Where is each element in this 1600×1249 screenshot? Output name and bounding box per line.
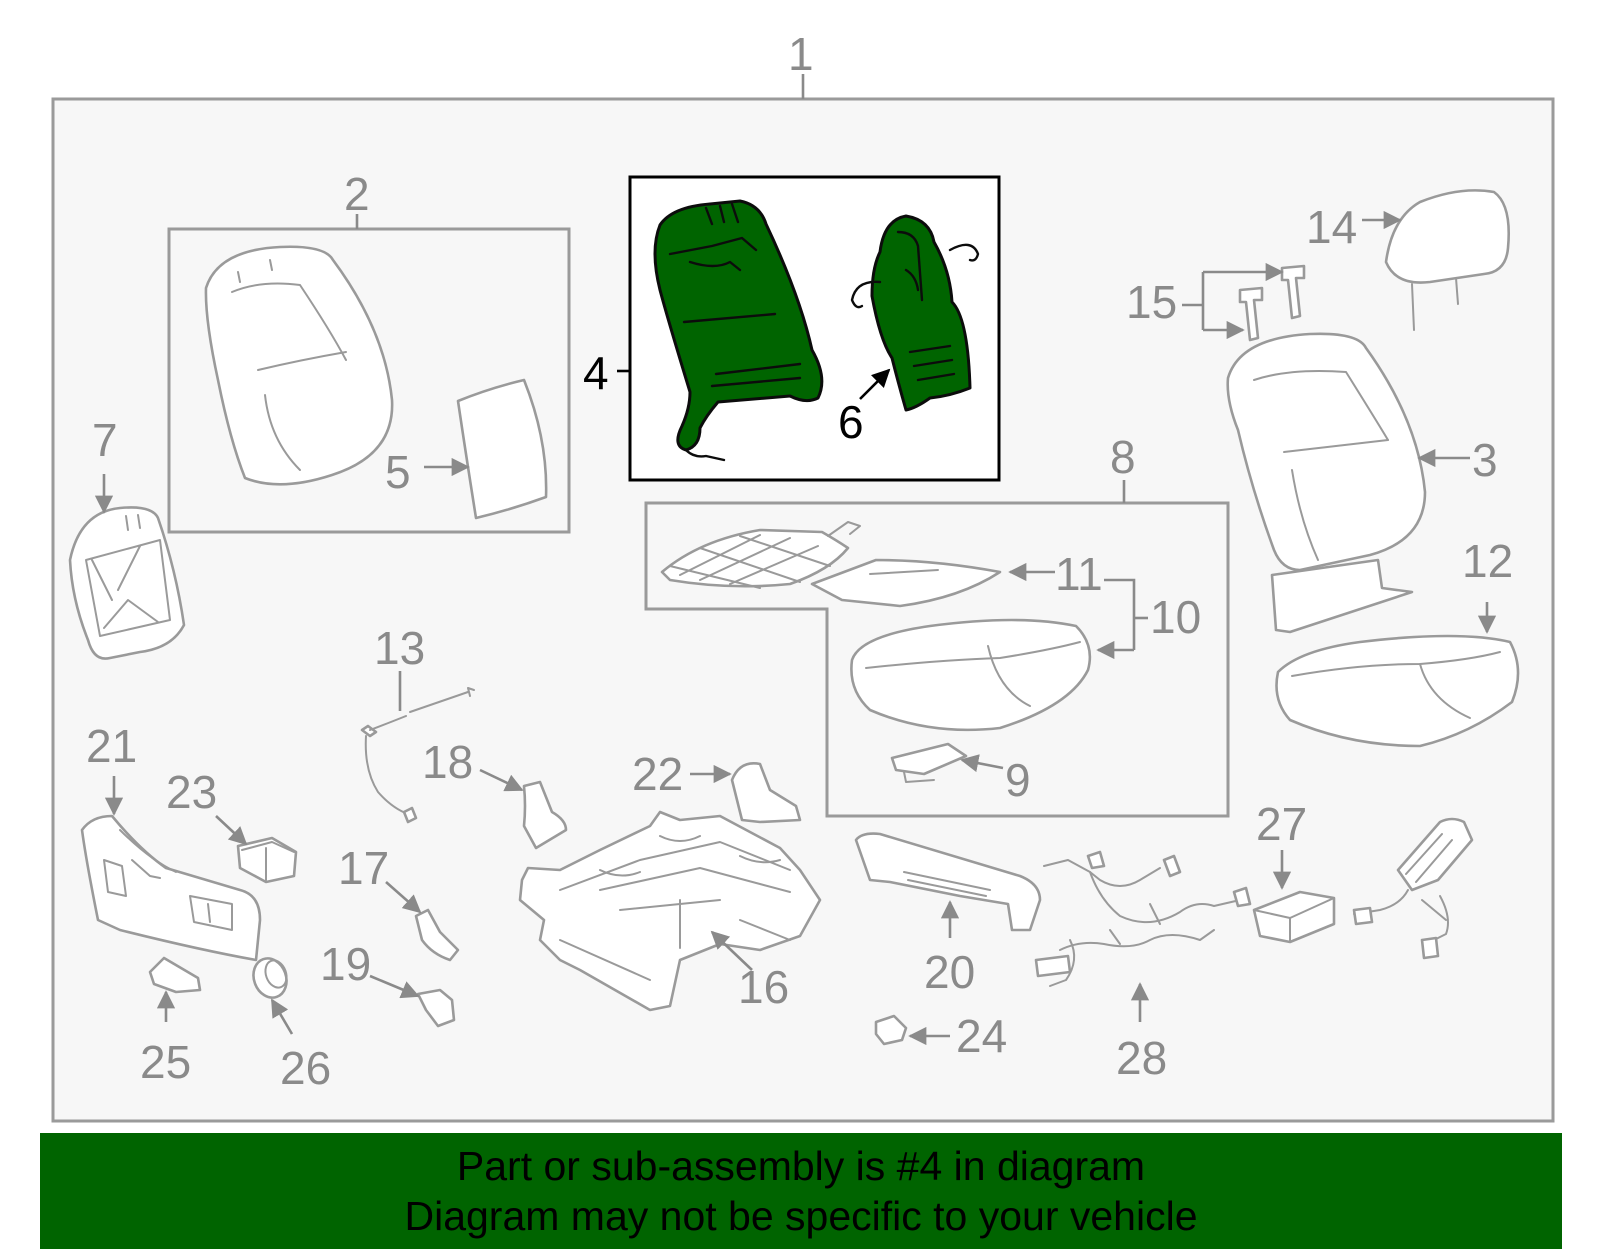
callout-10: 10 [1150, 591, 1201, 643]
part-13-cable[interactable] [360, 687, 475, 824]
part-3-seatback[interactable] [1226, 332, 1427, 634]
part-14-headrest[interactable] [1384, 189, 1510, 331]
callout-1: 1 [788, 28, 814, 80]
part-28-harness[interactable] [1034, 850, 1252, 987]
callout-4: 4 [583, 347, 609, 399]
callout-11: 11 [1055, 548, 1103, 600]
part-6-side-cover-highlighted[interactable] [850, 214, 980, 412]
callout-27: 27 [1256, 798, 1307, 850]
callout-5: 5 [385, 446, 411, 498]
part-seat-sensor[interactable] [1352, 817, 1474, 960]
callout-19: 19 [320, 938, 371, 990]
banner-line-part-number: Part or sub-assembly is #4 in diagram [456, 1143, 1146, 1189]
part-25-knob[interactable] [148, 956, 202, 994]
callout-25: 25 [140, 1036, 191, 1088]
callout-13: 13 [374, 622, 425, 674]
part-16-seat-track[interactable] [518, 810, 822, 1012]
callout-2: 2 [344, 168, 370, 220]
callout-3: 3 [1472, 434, 1498, 486]
callout-20: 20 [924, 946, 975, 998]
part-18-clip[interactable] [522, 780, 568, 850]
callout-22: 22 [632, 748, 683, 800]
part-27-module[interactable] [1252, 890, 1336, 944]
part-15-guides[interactable] [1238, 264, 1306, 342]
callout-24: 24 [956, 1010, 1007, 1062]
banner-line-disclaimer: Diagram may not be specific to your vehi… [404, 1193, 1198, 1239]
part-23-switch[interactable] [236, 836, 298, 884]
callout-21: 21 [86, 720, 137, 772]
callout-6: 6 [838, 396, 864, 448]
part-22-bracket[interactable] [730, 762, 802, 824]
part-26-knob[interactable] [248, 954, 292, 1003]
part-17-bracket[interactable] [414, 908, 460, 962]
callout-12: 12 [1462, 535, 1513, 587]
part-9-cover[interactable] [890, 742, 968, 783]
info-banner: Part or sub-assembly is #4 in diagram Di… [40, 1133, 1562, 1249]
callout-7: 7 [92, 414, 118, 466]
part-20-rail-cover[interactable] [854, 832, 1042, 932]
callout-9: 9 [1005, 754, 1031, 806]
part-4-seatback-frame-highlighted[interactable] [653, 199, 824, 462]
part-10-cushion-pad[interactable] [850, 618, 1092, 732]
part-2-seatback-cover[interactable] [204, 245, 394, 486]
callout-17: 17 [338, 842, 389, 894]
callout-18: 18 [422, 736, 473, 788]
part-19-clip[interactable] [416, 988, 456, 1028]
callout-23: 23 [166, 766, 217, 818]
part-24-plug[interactable] [874, 1014, 908, 1046]
part-12-seat-cushion[interactable] [1275, 634, 1520, 748]
callout-26: 26 [280, 1042, 331, 1094]
part-11-mat[interactable] [660, 521, 1002, 608]
callout-28: 28 [1116, 1032, 1167, 1084]
part-21-side-shield[interactable] [80, 814, 262, 962]
callout-14: 14 [1306, 201, 1357, 253]
callout-15: 15 [1126, 276, 1177, 328]
part-7-frame[interactable] [68, 506, 186, 660]
callout-16: 16 [738, 961, 789, 1013]
callout-8: 8 [1110, 431, 1136, 483]
